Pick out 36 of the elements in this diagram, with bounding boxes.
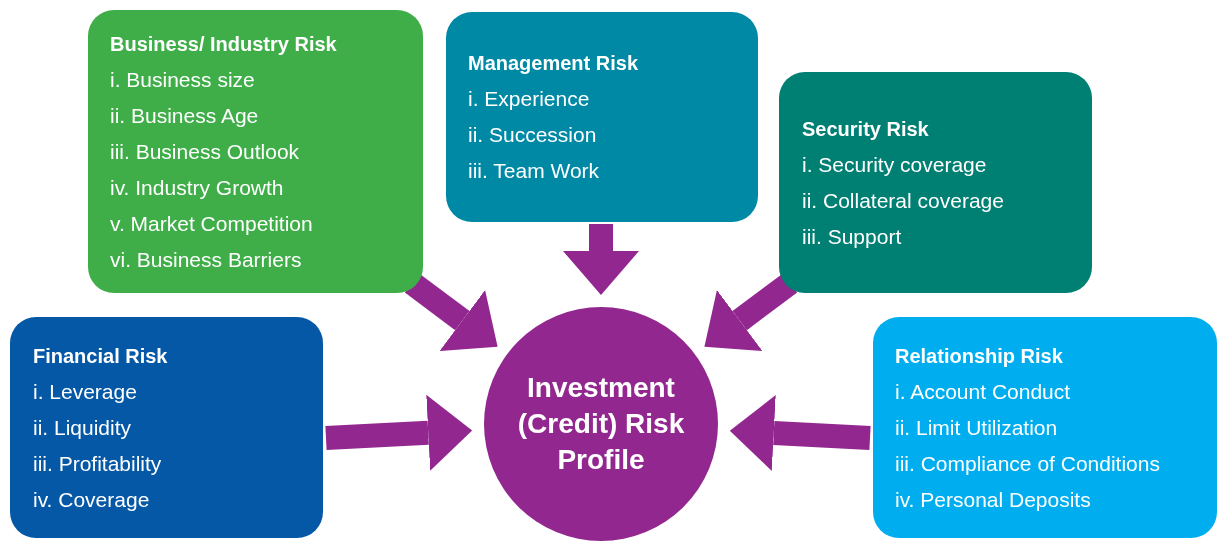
list-item: ii. Collateral coverage xyxy=(802,187,1004,214)
list-item: vi. Business Barriers xyxy=(110,246,302,273)
risk-box xyxy=(10,317,323,538)
list-item: ii. Liquidity xyxy=(33,414,132,441)
list-item: v. Market Competition xyxy=(110,210,313,237)
risk-box xyxy=(88,10,423,293)
list-item: iii. Support xyxy=(802,223,902,250)
arrow xyxy=(704,273,798,351)
box-heading: Security Risk xyxy=(802,116,929,142)
risk-box xyxy=(873,317,1217,538)
risk-box xyxy=(779,72,1092,293)
box-heading: Management Risk xyxy=(468,51,639,76)
list-item: i. Experience xyxy=(468,86,590,112)
circle-title: Investment (Credit) Risk Profile xyxy=(516,371,686,477)
list-item: ii. Limit Utilization xyxy=(895,414,1058,441)
arrow xyxy=(325,394,473,471)
list-item: ii. Succession xyxy=(468,122,597,148)
list-item: iii. Profitability xyxy=(33,450,162,477)
list-item: i. Business size xyxy=(110,66,255,93)
list-item: iii. Compliance of Conditions xyxy=(895,450,1160,477)
list-item: iv. Personal Deposits xyxy=(895,486,1091,513)
list-item: i. Security coverage xyxy=(802,151,987,178)
arrow xyxy=(404,273,498,351)
list-item: ii. Business Age xyxy=(110,102,259,129)
list-item: i. Account Conduct xyxy=(895,378,1071,405)
list-item: iii. Business Outlook xyxy=(110,138,300,165)
risk-box xyxy=(446,12,758,222)
list-item: iv. Coverage xyxy=(33,486,150,513)
list-item: i. Leverage xyxy=(33,378,137,405)
list-item: iii. Team Work xyxy=(468,158,600,184)
list-item: iv. Industry Growth xyxy=(110,174,284,201)
box-heading: Business/ Industry Risk xyxy=(110,31,337,57)
arrow xyxy=(729,395,871,471)
box-heading: Financial Risk xyxy=(33,343,168,369)
arrow xyxy=(563,224,639,295)
box-heading: Relationship Risk xyxy=(895,343,1063,369)
